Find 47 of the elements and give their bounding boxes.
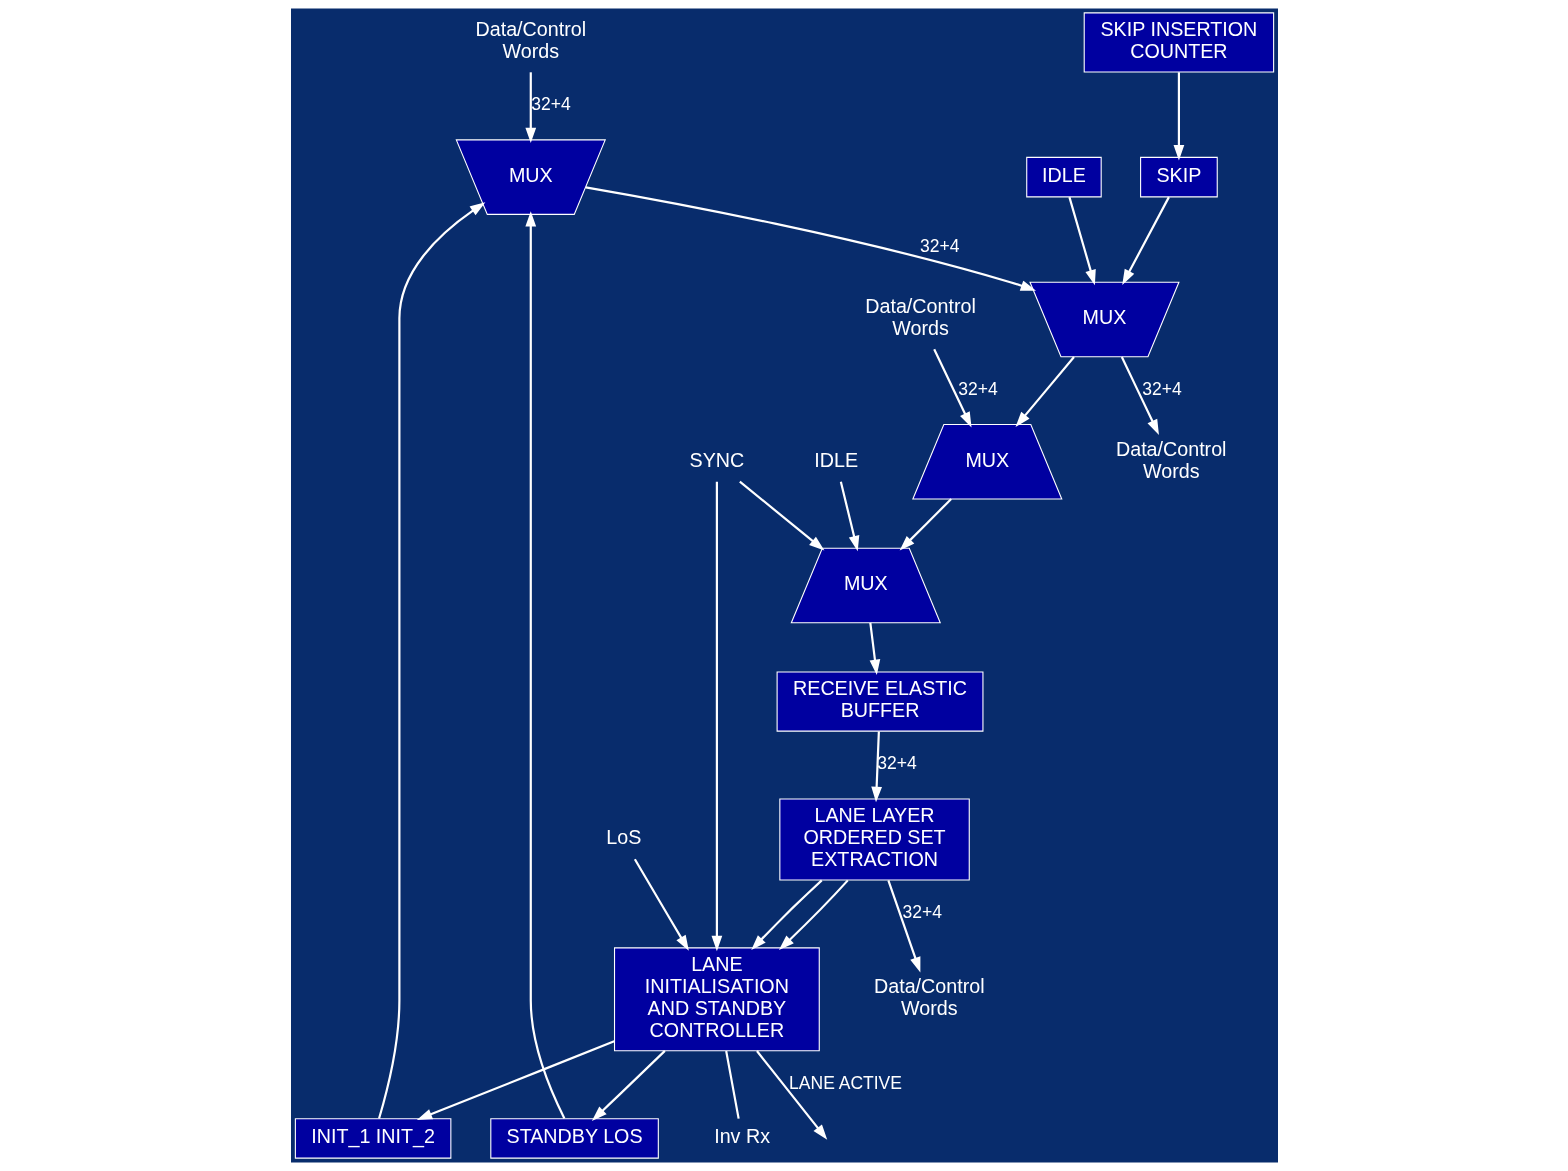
arrow — [1120, 356, 1159, 435]
node-text: LoS — [605, 826, 641, 849]
edge-label: 32+4 — [530, 94, 571, 115]
arrow — [932, 348, 972, 428]
arrow — [633, 858, 689, 951]
node-text: Data/Control Words — [873, 975, 985, 1020]
node-box: IDLE — [1025, 156, 1102, 198]
edge-label: LANE ACTIVE — [788, 1072, 902, 1093]
arrow — [886, 880, 920, 973]
edge-label: 32+4 — [1141, 378, 1182, 399]
node-text: IDLE — [813, 448, 858, 471]
node-box: RECEIVE ELASTIC BUFFER — [776, 671, 983, 732]
arrow — [524, 72, 536, 144]
node-box: LANE LAYER ORDERED SET EXTRACTION — [778, 798, 970, 881]
arrow — [1067, 196, 1096, 286]
arrow — [868, 622, 880, 675]
node-box: SKIP — [1139, 156, 1218, 198]
edge-label: 32+4 — [876, 753, 917, 774]
node-text: Data/Control Words — [1115, 437, 1227, 482]
arrow — [524, 211, 565, 1119]
arrow — [1121, 196, 1170, 285]
edge-label: 32+4 — [901, 902, 942, 923]
arrow — [1015, 356, 1075, 427]
node-box: INIT_1 INIT_2 — [294, 1118, 451, 1159]
arrow — [755, 1050, 827, 1140]
arrow — [839, 481, 859, 552]
arrow — [870, 731, 882, 803]
arrow — [591, 1050, 666, 1121]
arrow — [585, 186, 1036, 291]
arrow — [377, 202, 485, 1119]
arrow — [778, 879, 849, 950]
node-box: SKIP INSERTION COUNTER — [1083, 12, 1274, 73]
node-text: SYNC — [689, 448, 744, 471]
node-box: LANE INITIALISATION AND STANDBY CONTROLLER — [613, 947, 820, 1052]
node-text: Data/Control Words — [475, 18, 586, 63]
node-text: Inv Rx — [713, 1125, 770, 1148]
arrow — [750, 879, 822, 951]
edge-label: 32+4 — [919, 236, 959, 257]
connector — [724, 1050, 740, 1119]
node-text: Data/Control Words — [864, 295, 976, 340]
arrow — [711, 481, 722, 952]
edge-label: 32+4 — [957, 378, 998, 399]
node-box: STANDBY LOS — [489, 1118, 659, 1159]
arrow — [899, 498, 952, 551]
arrow — [416, 1040, 615, 1120]
arrow — [738, 480, 824, 551]
arrow — [1173, 72, 1184, 161]
